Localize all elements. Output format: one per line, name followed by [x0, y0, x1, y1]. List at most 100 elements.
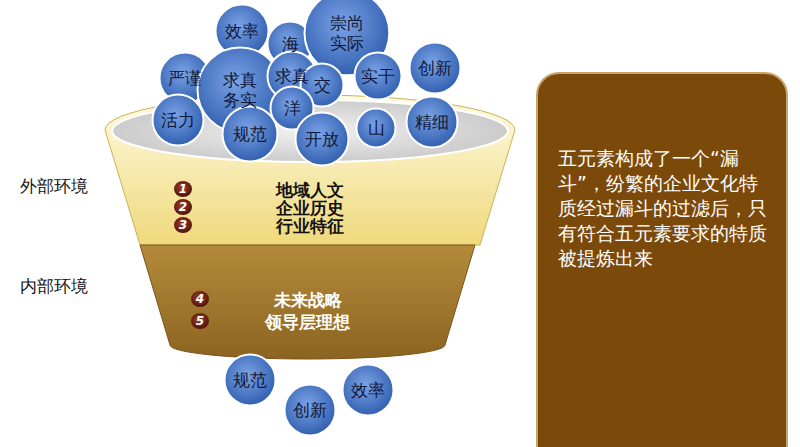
funnel-rim: [112, 100, 508, 162]
text-holder: 2: [174, 199, 192, 215]
trait-bubble: 创新: [283, 383, 337, 437]
text-holder: 未来战略领导层理想: [140, 289, 475, 333]
node-text: 洋: [284, 98, 301, 118]
trait-bubble: 洋: [269, 85, 315, 131]
number-badge: [174, 199, 192, 215]
node-text: 效率: [225, 21, 259, 41]
text-holder: 效率: [341, 363, 395, 417]
bubble-circle: [343, 365, 394, 416]
node-text: 海: [282, 34, 299, 54]
callout-number: 3: [174, 217, 192, 233]
trait-bubble: 实干: [353, 51, 403, 101]
text-holder: 5: [191, 313, 209, 329]
callout-number: 4: [191, 291, 209, 307]
text-holder: 海: [266, 20, 314, 68]
text-holder: 精细: [405, 95, 459, 149]
text-holder: 创新: [283, 383, 337, 437]
callout-number: 2: [174, 199, 192, 215]
note-panel: [537, 73, 787, 447]
trait-bubble: 效率: [214, 3, 270, 59]
environment-label: 外部环境: [20, 176, 88, 196]
node-text: 五元素构成了一个“漏斗”，纷繁的企业文化特质经过漏斗的过滤后，只有符合五元素要求…: [558, 146, 768, 271]
text-holder: 创新: [408, 41, 462, 95]
bubble-circle: [410, 43, 461, 94]
node-text: 创新: [418, 58, 452, 78]
callout-number-text: 5: [196, 314, 204, 328]
trait-bubble: 崇尚实际: [303, 0, 391, 77]
trait-bubble: 严谨: [158, 51, 212, 105]
bubble-circle: [296, 113, 349, 166]
funnel-lower-band: [140, 245, 475, 359]
callout-number-text: 1: [179, 182, 187, 196]
text-holder: 开放: [294, 111, 350, 167]
number-badge: [191, 291, 209, 307]
text-holder: 效率: [214, 3, 270, 59]
node-text: 未来战略: [140, 289, 475, 311]
node-text: 求真: [275, 66, 309, 86]
node-text: 精细: [415, 112, 449, 132]
trait-bubble: 求真务实: [196, 46, 284, 134]
node-text: 交: [314, 75, 331, 95]
environment-label: 内部环境: [20, 276, 88, 296]
trait-bubble: 交: [299, 62, 345, 108]
trait-bubble: 效率: [341, 363, 395, 417]
text-holder: 1: [174, 181, 192, 197]
trait-bubble: 海: [266, 20, 314, 68]
text-holder: 3: [174, 217, 192, 233]
bubble-circle: [223, 107, 278, 162]
node-text: 地域人文: [105, 181, 515, 199]
text-holder: 规范: [223, 353, 277, 407]
bubble-circle: [153, 95, 204, 146]
inner-funnel-band: 未来战略领导层理想45: [140, 245, 475, 360]
text-holder: 交: [299, 62, 345, 108]
number-badge: [174, 181, 192, 197]
node-text: 企业历史: [105, 199, 515, 217]
trait-bubble: 创新: [408, 41, 462, 95]
bubble-circle: [357, 109, 396, 148]
node-text: 实干: [361, 66, 395, 86]
text-holder: 五元素构成了一个“漏斗”，纷繁的企业文化特质经过漏斗的过滤后，只有符合五元素要求…: [558, 146, 768, 271]
bubble-circle: [407, 97, 458, 148]
node-text: 山: [368, 118, 385, 138]
text-holder: 4: [191, 291, 209, 307]
bubble-circle: [285, 385, 336, 436]
trait-bubble: 活力: [151, 93, 205, 147]
trait-bubble: 求真: [266, 50, 318, 102]
funnel-upper-band: [105, 95, 515, 245]
node-text: 开放: [305, 129, 339, 149]
node-text: 规范: [233, 370, 267, 390]
node-text: 求真务实: [222, 70, 258, 110]
bubble-circle: [355, 53, 402, 100]
node-text: 严谨: [168, 68, 202, 88]
text-holder: 活力: [151, 93, 205, 147]
number-badge: [174, 217, 192, 233]
trait-bubble: 精细: [405, 95, 459, 149]
node-text: 行业特征: [105, 217, 515, 235]
text-holder: 求真: [266, 50, 318, 102]
text-holder: 规范: [221, 105, 279, 163]
trait-bubble: 山: [355, 107, 397, 149]
node-text: 活力: [161, 110, 195, 130]
text-holder: 求真务实: [196, 46, 284, 134]
bubble-circle: [225, 355, 276, 406]
text-holder: 山: [355, 107, 397, 149]
node-text: 领导层理想: [140, 311, 475, 333]
trait-bubble: 规范: [221, 105, 279, 163]
node-text: 规范: [233, 124, 267, 144]
text-holder: 严谨: [158, 51, 212, 105]
number-badge: [191, 313, 209, 329]
callout-number: 1: [174, 181, 192, 197]
trait-bubble: 规范: [223, 353, 277, 407]
text-holder: 崇尚实际: [303, 0, 391, 77]
callout-number-text: 2: [179, 200, 187, 214]
text-holder: 地域人文企业历史行业特征: [105, 181, 515, 235]
callout-number-text: 3: [179, 218, 187, 232]
text-holder: 实干: [353, 51, 403, 101]
callout-number-text: 4: [196, 292, 204, 306]
text-holder: 洋: [269, 85, 315, 131]
note-box: 五元素构成了一个“漏斗”，纷繁的企业文化特质经过漏斗的过滤后，只有符合五元素要求…: [536, 72, 788, 447]
node-text: 崇尚实际: [329, 13, 365, 53]
trait-bubble: 开放: [294, 111, 350, 167]
node-text: 效率: [351, 380, 385, 400]
callout-number: 5: [191, 313, 209, 329]
